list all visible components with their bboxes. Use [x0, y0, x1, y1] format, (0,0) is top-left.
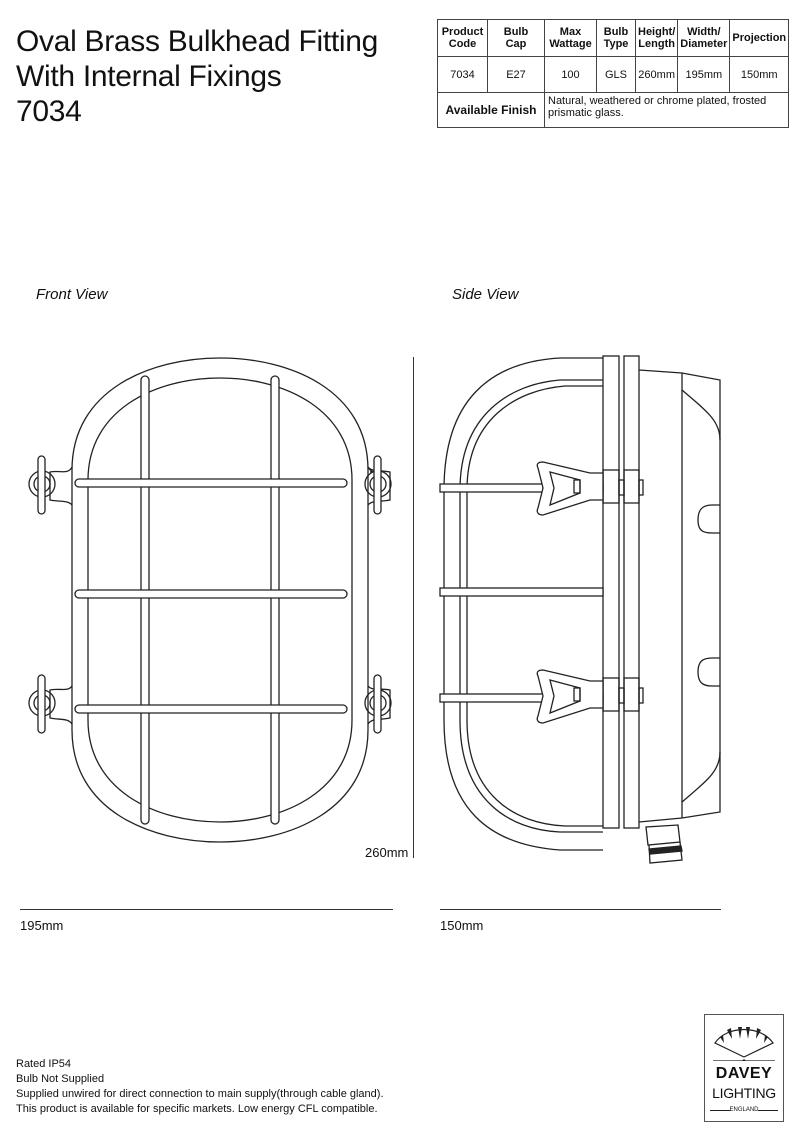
logo-line-england: ENGLAND	[729, 1107, 759, 1113]
width-dimension-label: 195mm	[20, 918, 64, 933]
cell-height: 260mm	[634, 56, 679, 93]
product-title: Oval Brass Bulkhead Fitting With Interna…	[16, 24, 378, 129]
cell-width: 195mm	[677, 56, 731, 93]
finish-label: Available Finish	[437, 92, 545, 128]
projection-dimension-line	[440, 909, 721, 910]
fan-icon	[713, 1027, 775, 1061]
height-dimension-line	[413, 357, 414, 858]
side-view-label: Side View	[452, 286, 519, 303]
davey-lighting-logo: DAVEY LIGHTING ENGLAND	[704, 1014, 784, 1122]
col-width: Width/Diameter	[677, 19, 731, 57]
front-view-label: Front View	[36, 286, 108, 303]
side-view-drawing	[439, 355, 721, 864]
col-projection: Projection	[729, 19, 790, 57]
height-dimension-label: 260mm	[365, 845, 409, 860]
title-line-1: Oval Brass Bulkhead Fitting	[16, 25, 379, 58]
note-wiring: Supplied unwired for direct connection t…	[16, 1088, 384, 1100]
front-view-drawing	[28, 357, 392, 843]
note-bulb: Bulb Not Supplied	[16, 1073, 105, 1085]
logo-line-lighting: LIGHTING	[712, 1085, 776, 1101]
cell-max-wattage: 100	[544, 56, 597, 93]
projection-dimension-label: 150mm	[440, 918, 484, 933]
product-notes: Rated IP54 Bulb Not Supplied Supplied un…	[16, 1057, 384, 1117]
title-line-2: With Internal Fixings	[16, 60, 282, 93]
cell-projection: 150mm	[729, 56, 790, 93]
logo-rule-left	[710, 1110, 730, 1111]
title-line-3: 7034	[16, 95, 82, 128]
note-ip-rating: Rated IP54	[16, 1058, 72, 1070]
cell-bulb-type: GLS	[596, 56, 636, 93]
note-markets: This product is available for specific m…	[16, 1103, 378, 1115]
width-dimension-line	[20, 909, 393, 910]
finish-value: Natural, weathered or chrome plated, fro…	[543, 92, 790, 128]
logo-line-davey: DAVEY	[715, 1065, 773, 1082]
cell-bulb-cap: E27	[487, 56, 545, 93]
spec-value-row: 7034 E27 100 GLS 260mm 195mm 150mm	[437, 56, 790, 93]
logo-rule-right	[758, 1110, 778, 1111]
cell-product-code: 7034	[437, 56, 488, 93]
finish-row: Available Finish Natural, weathered or c…	[437, 92, 790, 128]
col-height: Height/Length	[634, 19, 679, 57]
